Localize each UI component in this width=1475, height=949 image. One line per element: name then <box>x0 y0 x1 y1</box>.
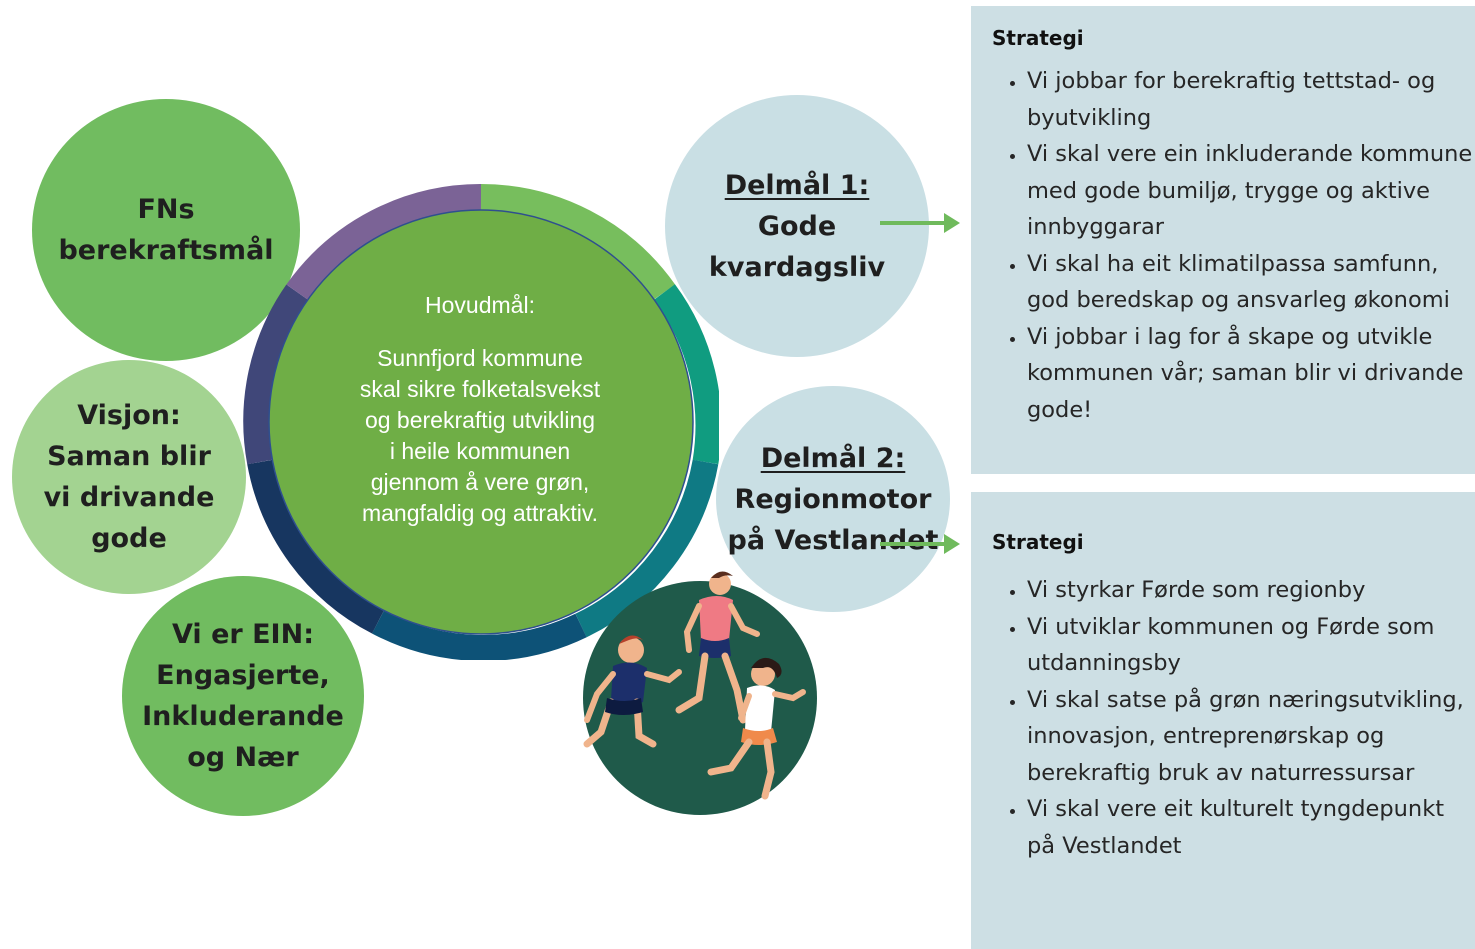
delmal-2-line-1: Regionmotor <box>734 483 932 515</box>
ein-circle: Vi er EIN: Engasjerte, Inkluderande og N… <box>122 576 364 816</box>
strategy-2-item: Vi skal satse på grøn næringsutvikling, … <box>1027 682 1473 792</box>
main-goal-line: gjennom å vere grøn, <box>370 469 590 495</box>
strategy-2-list: Vi styrkar Førde som regionby Vi utvikla… <box>1001 572 1473 864</box>
visjon-circle: Visjon: Saman blir vi drivande gode <box>12 360 246 594</box>
ein-label: Vi er EIN: Engasjerte, Inkluderande og N… <box>142 614 344 778</box>
main-goal-line: i heile kommunen <box>389 438 571 464</box>
main-goal-line: Sunnfjord kommune <box>377 345 583 371</box>
main-goal-line: og berekraftig utvikling <box>364 407 596 433</box>
ein-line-3: Inkluderande <box>142 701 344 732</box>
main-goal-line: mangfaldig og attraktiv. <box>361 500 599 526</box>
fns-circle: FNs berekraftsmål <box>32 99 300 361</box>
strategy-1-item: Vi jobbar for berekraftig tettstad- og b… <box>1027 63 1473 136</box>
visjon-line-2: Saman blir <box>47 441 211 472</box>
strategy-1-item: Vi jobbar i lag for å skape og utvikle k… <box>1027 319 1473 429</box>
delmal-2-line-2: på Vestlandet <box>727 524 939 556</box>
main-goal-ring <box>243 184 719 660</box>
visjon-label: Visjon: Saman blir vi drivande gode <box>44 395 215 559</box>
ring-segment-petrol <box>371 610 587 660</box>
visjon-line-3: vi drivande <box>43 482 215 513</box>
visjon-line-4: gode <box>91 523 167 554</box>
ein-line-4: og Nær <box>187 742 299 773</box>
ein-line-2: Engasjerte, <box>156 660 330 691</box>
delmal-2-arrow-icon <box>880 534 960 554</box>
delmal-1-title: Delmål 1: <box>724 169 870 201</box>
delmal-2-label: Delmål 2: Regionmotor på Vestlandet <box>728 438 939 561</box>
strategy-panel-2: Strategi Vi styrkar Førde som regionby V… <box>971 492 1475 949</box>
delmal-1-label: Delmål 1: Gode kvardagsliv <box>709 165 885 288</box>
main-goal-line: skal sikre folketalsvekst <box>359 376 601 402</box>
strategy-1-item: Vi skal ha eit klimatilpassa samfunn, go… <box>1027 246 1473 319</box>
main-goal-heading: Hovudmål: <box>425 292 535 318</box>
strategy-2-heading: Strategi <box>992 530 1084 554</box>
main-goal-circle <box>268 209 694 635</box>
fns-line-1: FNs <box>137 194 195 225</box>
ring-segment-blue-teal <box>575 459 719 638</box>
fns-label: FNs berekraftsmål <box>58 189 273 271</box>
fns-line-2: berekraftsmål <box>58 235 274 266</box>
delmal-2-circle: Delmål 2: Regionmotor på Vestlandet <box>716 386 950 612</box>
ring-segment-indigo <box>243 284 308 465</box>
strategy-1-list: Vi jobbar for berekraftig tettstad- og b… <box>1001 63 1473 428</box>
delmal-1-line-1: Gode <box>757 210 837 242</box>
ein-line-1: Vi er EIN: <box>172 619 314 650</box>
delmal-1-arrow-icon <box>880 213 960 233</box>
ring-segment-navy <box>247 459 385 634</box>
running-children-illustration <box>583 571 817 815</box>
ring-segment-purple <box>286 184 482 300</box>
strategy-2-item: Vi skal vere eit kulturelt tyngdepunkt p… <box>1027 791 1473 864</box>
ring-segment-green <box>480 184 676 300</box>
strategy-1-heading: Strategi <box>992 26 1084 50</box>
ring-segment-teal <box>653 284 719 465</box>
strategy-2-item: Vi utviklar kommunen og Førde som utdann… <box>1027 609 1473 682</box>
strategy-panel-1: Strategi Vi jobbar for berekraftig tetts… <box>971 6 1475 474</box>
delmal-2-title: Delmål 2: <box>760 442 906 474</box>
strategy-1-item: Vi skal vere ein inkluderande kommune me… <box>1027 136 1473 246</box>
main-goal-text: Hovudmål: Sunnfjord kommune skal sikre f… <box>318 290 642 529</box>
delmal-1-circle: Delmål 1: Gode kvardagsliv <box>665 95 929 357</box>
delmal-1-line-2: kvardagsliv <box>708 251 886 283</box>
strategy-2-item: Vi styrkar Førde som regionby <box>1027 572 1473 609</box>
visjon-line-1: Visjon: <box>77 400 181 431</box>
